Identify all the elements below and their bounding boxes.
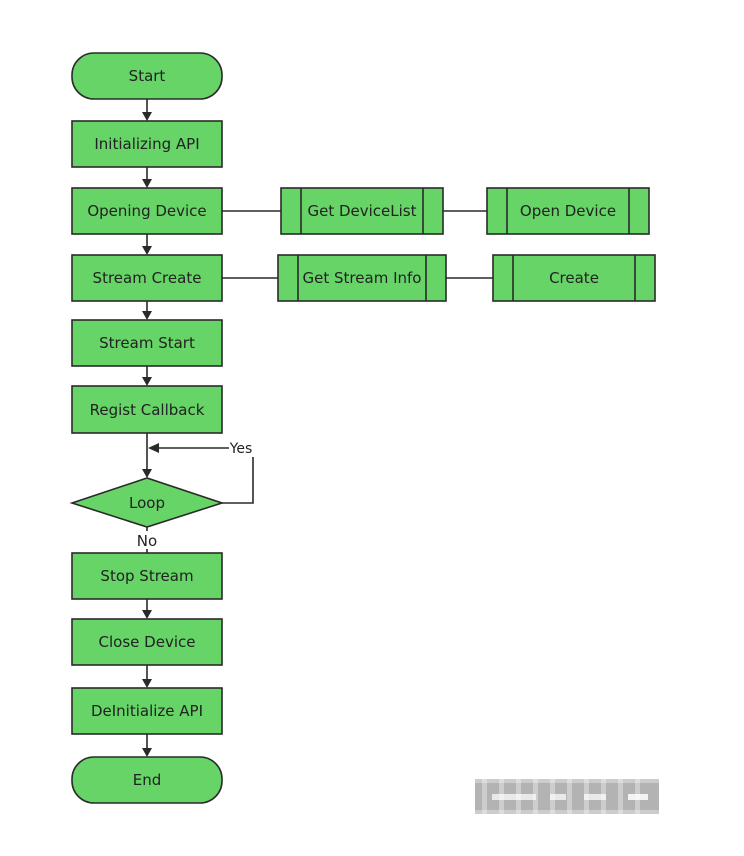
arrow-head: [142, 112, 152, 121]
get-stream-info-label: Get Stream Info: [303, 269, 422, 287]
opening-device-node: Opening Device: [71, 187, 223, 235]
loop-decision-node: Loop: [69, 477, 225, 528]
end-node: End: [71, 756, 223, 804]
arrow-head: [142, 610, 152, 619]
get-devicelist-node: Get DeviceList: [280, 187, 444, 235]
no-label: No: [137, 532, 157, 550]
deinitialize-api-label: DeInitialize API: [91, 702, 203, 720]
open-device-label: Open Device: [520, 202, 616, 220]
opening-device-label: Opening Device: [87, 202, 206, 220]
watermark-image: [475, 779, 659, 814]
create-label: Create: [549, 269, 599, 287]
yes-label: Yes: [229, 441, 253, 457]
close-device-label: Close Device: [99, 633, 196, 651]
regist-callback-label: Regist Callback: [90, 401, 205, 419]
stop-stream-node: Stop Stream: [71, 552, 223, 600]
stream-start-node: Stream Start: [71, 319, 223, 367]
deinitialize-api-node: DeInitialize API: [71, 687, 223, 735]
arrow-head: [142, 469, 152, 478]
create-node: Create: [492, 254, 656, 302]
arrow-head: [142, 748, 152, 757]
get-stream-info-node: Get Stream Info: [277, 254, 447, 302]
edge-loop-yes: [157, 447, 254, 504]
initializing-api-label: Initializing API: [94, 135, 199, 153]
arrow-head: [148, 443, 159, 453]
start-node: Start: [71, 52, 223, 100]
stream-create-node: Stream Create: [71, 254, 223, 302]
open-device-node: Open Device: [486, 187, 650, 235]
initializing-api-node: Initializing API: [71, 120, 223, 168]
arrow-head: [142, 179, 152, 188]
arrow-head: [142, 311, 152, 320]
close-device-node: Close Device: [71, 618, 223, 666]
stream-start-label: Stream Start: [99, 334, 195, 352]
regist-callback-node: Regist Callback: [71, 385, 223, 434]
stop-stream-label: Stop Stream: [100, 567, 193, 585]
arrow-head: [142, 679, 152, 688]
arrow-head: [142, 246, 152, 255]
loop-label: Loop: [129, 494, 165, 512]
get-devicelist-label: Get DeviceList: [307, 202, 416, 220]
start-label: Start: [129, 67, 166, 85]
end-label: End: [133, 771, 162, 789]
arrow-head: [142, 377, 152, 386]
stream-create-label: Stream Create: [93, 269, 202, 287]
yes-label-bg: [229, 439, 254, 457]
